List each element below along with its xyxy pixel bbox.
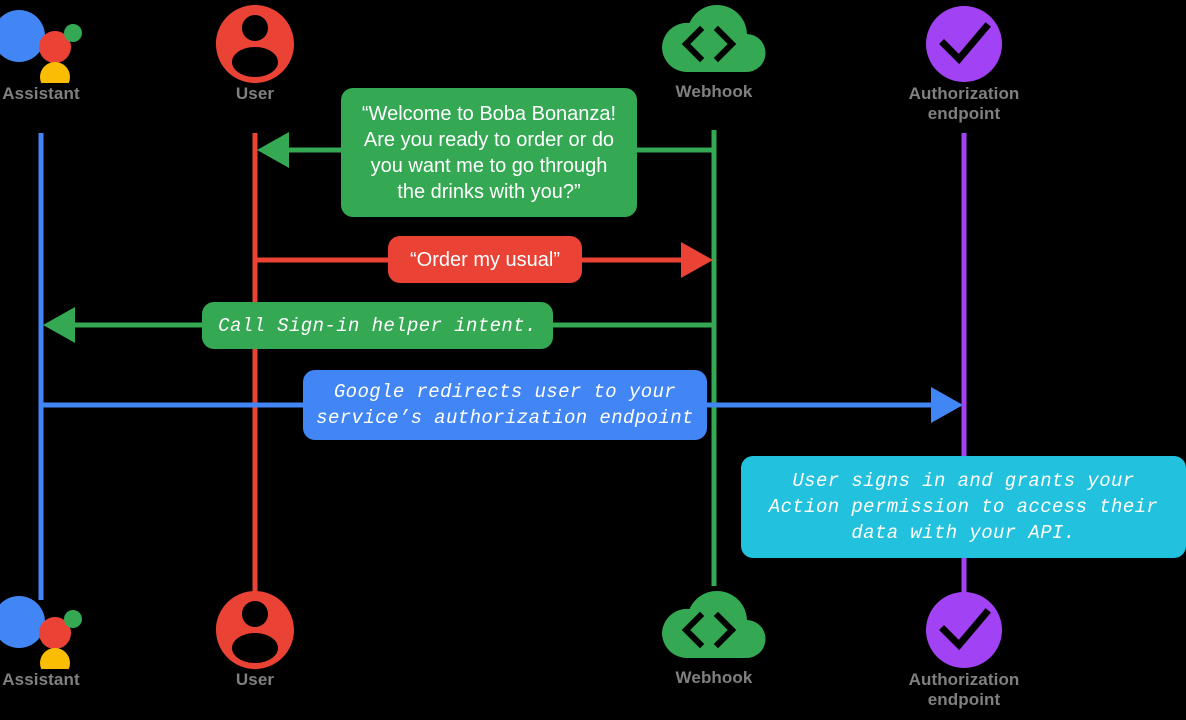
message-bubble-user-grants-permission: User signs in and grants your Action per… [741,456,1186,558]
actor-label-webhook-top: Webhook [675,82,753,101]
cloud-code-icon [614,588,814,668]
message-bubble-order-my-usual: “Order my usual” [388,236,582,283]
actor-webhook-top: Webhook [614,2,814,102]
message-text-user-grants-permission: User signs in and grants your Action per… [768,470,1159,544]
message-text-call-signin-helper: Call Sign-in helper intent. [218,314,537,337]
actor-label-auth-endpoint-top: Authorization endpoint [908,84,1020,123]
message-text-order-my-usual: “Order my usual” [409,248,561,271]
actor-label-user-top: User [235,84,275,103]
message-text-google-redirect: Google redirects user to your service’s … [316,381,694,429]
user-avatar-icon [155,4,355,84]
actor-user-bottom: User [155,590,355,690]
actor-auth-endpoint-top: Authorization endpoint [864,4,1064,124]
actor-webhook-bottom: Webhook [614,588,814,688]
cloud-code-icon [614,2,814,82]
actor-auth-endpoint-bottom: Authorization endpoint [864,590,1064,710]
message-bubble-welcome: “Welcome to Boba Bonanza! Are you ready … [341,88,637,217]
google-assistant-icon [0,4,141,84]
actor-assistant-bottom: Assistant [0,590,141,690]
message-bubble-call-signin-helper: Call Sign-in helper intent. [202,302,553,349]
purple-check-circle-icon [864,4,1064,84]
user-avatar-icon [155,590,355,670]
purple-check-circle-icon [864,590,1064,670]
actor-label-user-bottom: User [235,670,275,689]
actor-user-top: User [155,4,355,104]
actor-label-auth-endpoint-bottom: Authorization endpoint [908,670,1020,709]
actor-label-assistant-top: Assistant [2,84,80,103]
actor-label-webhook-bottom: Webhook [675,668,753,687]
actor-label-assistant-bottom: Assistant [2,670,80,689]
message-text-welcome: “Welcome to Boba Bonanza! Are you ready … [361,102,617,203]
actor-assistant-top: Assistant [0,4,141,104]
message-bubble-google-redirect: Google redirects user to your service’s … [303,370,707,440]
google-assistant-icon [0,590,141,670]
